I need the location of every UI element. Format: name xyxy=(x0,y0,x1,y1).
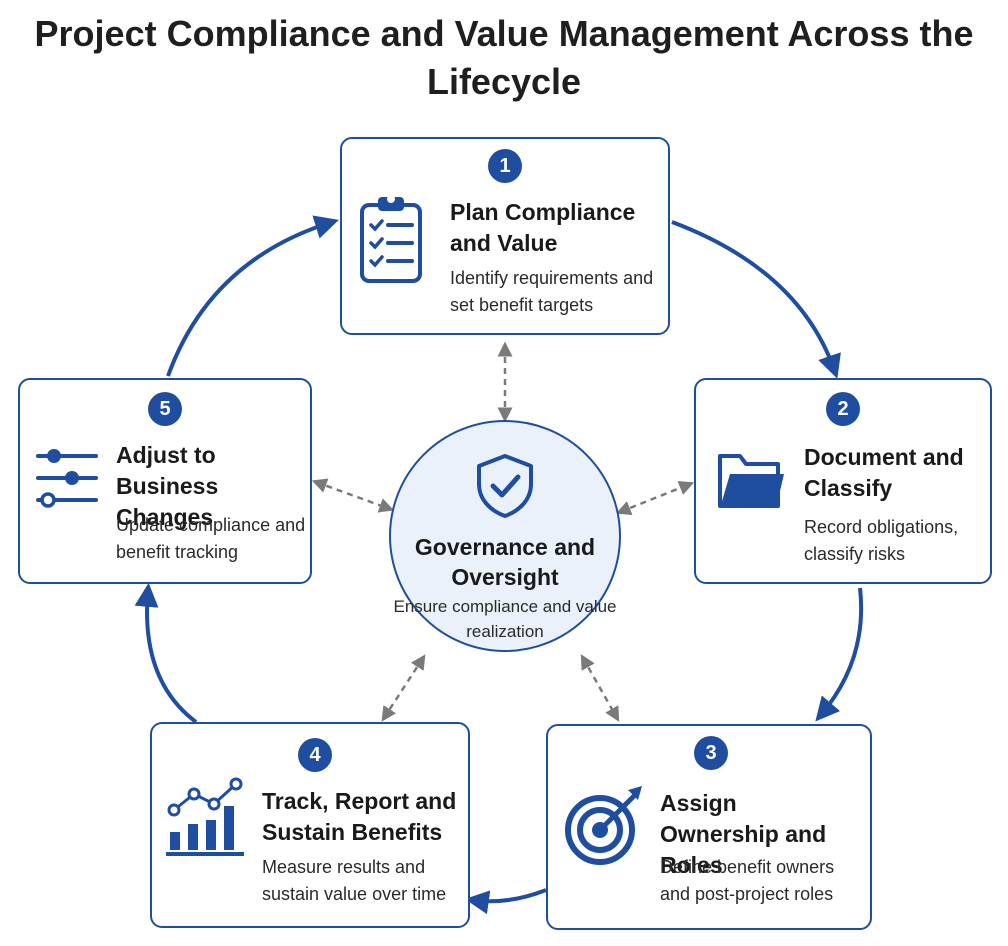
folder-icon xyxy=(718,454,784,508)
step-card-3: 3 Assign Ownership and Roles Define bene… xyxy=(546,724,872,930)
bar-chart-trend-icon xyxy=(166,777,244,856)
cycle-arrow-5-to-1 xyxy=(166,215,339,377)
step-card-4: 4 Track, Report and Sustain Benefits Mea… xyxy=(150,722,470,928)
step-title: Track, Report and Sustain Benefits xyxy=(262,788,457,845)
hub-title: Governance and Oversight xyxy=(414,534,596,590)
target-arrow-icon xyxy=(565,786,642,865)
step-card-1: 1 Plan Compliance and Value Identify req… xyxy=(340,137,670,335)
hub-link-5 xyxy=(311,478,395,513)
step-title: Assign Ownership and Roles xyxy=(660,790,827,878)
step-card-5: 5 Adjust to Business Changes Update comp… xyxy=(18,378,312,584)
diagram-title: Project Compliance and Value Management … xyxy=(34,13,974,102)
step-description: Update compliance and benefit tracking xyxy=(116,515,306,562)
step-card-2: 2 Document and Classify Record obligatio… xyxy=(694,378,992,584)
hub-description: Ensure compliance and value realization xyxy=(393,597,617,641)
cycle-arrow-2-to-3 xyxy=(815,587,864,722)
step-number-badge: 5 xyxy=(148,392,182,426)
step-description: Measure results and sustain value over t… xyxy=(262,857,447,904)
step-description: Identify requirements and set benefit ta… xyxy=(450,268,654,315)
step-description: Record obligations, classify risks xyxy=(804,517,959,564)
hub-link-4 xyxy=(381,654,426,722)
step-number-badge: 3 xyxy=(694,736,728,770)
step-title: Plan Compliance and Value xyxy=(450,199,636,256)
step-number-badge: 2 xyxy=(826,392,860,426)
cycle-arrow-3-to-4 xyxy=(464,888,547,915)
sliders-icon xyxy=(36,449,98,508)
hub-link-2 xyxy=(615,480,695,516)
step-number-badge: 1 xyxy=(488,149,522,183)
cycle-arrow-1-to-2 xyxy=(671,220,841,379)
step-number-badge: 4 xyxy=(298,738,332,772)
step-title: Adjust to Business Changes xyxy=(116,442,219,530)
hub-link-3 xyxy=(580,654,620,722)
shield-check-icon xyxy=(477,454,533,518)
clipboard-checklist-icon xyxy=(360,195,422,283)
step-title: Document and Classify xyxy=(804,444,964,501)
cycle-arrow-4-to-5 xyxy=(134,582,198,724)
governance-hub: Governance and Oversight Ensure complian… xyxy=(389,420,621,652)
step-description: Define benefit owners and post-project r… xyxy=(660,857,835,904)
